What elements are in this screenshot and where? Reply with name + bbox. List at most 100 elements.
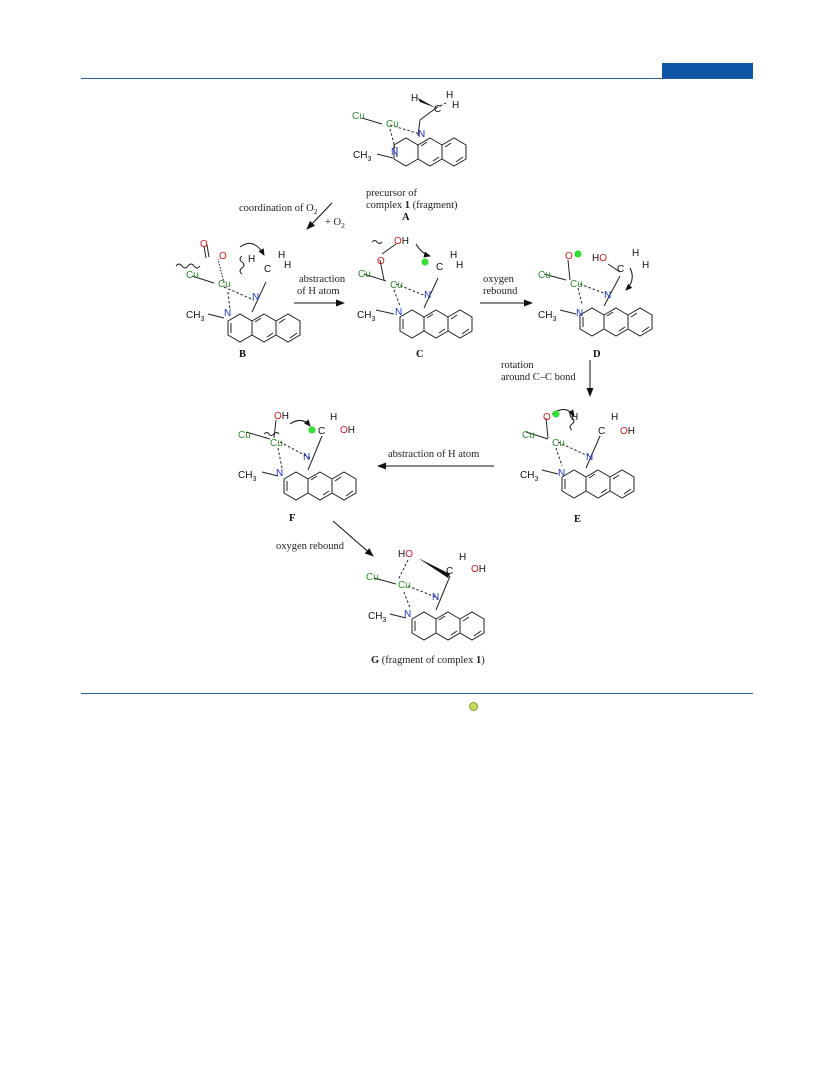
header-rule — [81, 78, 753, 79]
species-a — [361, 98, 467, 167]
c-cu2-atom: Cu — [390, 280, 403, 291]
c-c-atom: C — [436, 262, 443, 273]
b-n2-atom: N — [224, 308, 231, 319]
f-cu2-atom: Cu — [270, 438, 283, 449]
e-ch3-atom: CH3 — [520, 470, 538, 483]
e-h1-atom: H — [571, 412, 578, 423]
step-f-g-line1: oxygen rebound — [276, 541, 345, 552]
b-cu2-atom: Cu — [218, 279, 231, 290]
step-a-b-label: coordination of O2 — [239, 203, 318, 216]
e-n2-atom: N — [558, 468, 565, 479]
step-b-c-line1: abstraction — [299, 274, 346, 285]
b-ch3-atom: CH3 — [186, 310, 204, 323]
journal-tab — [662, 63, 753, 78]
d-c-atom: C — [617, 264, 624, 275]
step-c-d-line1: oxygen — [483, 274, 515, 285]
step-d-e-line1: rotation — [501, 360, 534, 371]
d-cu2-atom: Cu — [570, 279, 583, 290]
b-n1-atom: N — [252, 292, 259, 303]
step-b-c-line2: of H atom — [297, 286, 340, 297]
f-oh2-atom: OH — [340, 425, 355, 436]
e-h2-atom: H — [611, 412, 618, 423]
species-e — [525, 411, 635, 499]
c-n2-atom: N — [395, 307, 402, 318]
footer-rule — [81, 693, 753, 694]
species-g — [373, 558, 485, 641]
g-n1-atom: N — [432, 592, 439, 603]
f-n2-atom: N — [276, 468, 283, 479]
f-ch3-atom: CH3 — [238, 470, 256, 483]
g-cu1-atom: Cu — [366, 572, 379, 583]
c-cu1-atom: Cu — [358, 269, 371, 280]
c-h2-atom: H — [456, 260, 463, 271]
d-cu1-atom: Cu — [538, 270, 551, 281]
a-cu1-atom: Cu — [352, 111, 365, 122]
c-label: C — [416, 349, 424, 360]
c-h1-atom: H — [450, 250, 457, 261]
e-radical-dot — [552, 410, 560, 418]
g-ho-atom: HO — [398, 549, 413, 560]
a-n1-atom: N — [418, 129, 425, 140]
a-ch3-atom: CH3 — [353, 150, 371, 163]
step-d-e-line2: around C–C bond — [501, 372, 576, 383]
f-label: F — [289, 513, 295, 524]
f-n1-atom: N — [303, 452, 310, 463]
figure-marker-icon — [469, 702, 478, 711]
species-f — [245, 419, 357, 501]
species-b — [175, 244, 301, 343]
b-c-atom: C — [264, 264, 271, 275]
e-cu2-atom: Cu — [552, 438, 565, 449]
e-o-atom: O — [543, 412, 551, 423]
d-n1-atom: N — [604, 290, 611, 301]
a-c-atom: C — [434, 104, 441, 115]
a-caption-line1: precursor of — [366, 188, 418, 199]
a-n2-atom: N — [391, 147, 398, 158]
c-radical-dot — [421, 258, 429, 266]
d-label: D — [593, 349, 601, 360]
d-ch3-atom: CH3 — [538, 310, 556, 323]
g-h-atom: H — [459, 552, 466, 563]
d-o-atom: O — [565, 251, 573, 262]
g-cu2-atom: Cu — [398, 580, 411, 591]
species-d — [543, 259, 653, 337]
g-oh-atom: OH — [471, 564, 486, 575]
b-o2-atom: O — [219, 251, 227, 262]
e-cu1-atom: Cu — [522, 430, 535, 441]
e-label: E — [574, 514, 581, 525]
a-label: A — [402, 212, 410, 223]
f-c-atom: C — [318, 426, 325, 437]
f-cu1-atom: Cu — [238, 430, 251, 441]
a-h3-atom: H — [452, 100, 459, 111]
step-a-b-reagent: + O2 — [325, 217, 345, 230]
a-cu2-atom: Cu — [386, 119, 399, 130]
g-ch3-atom: CH3 — [368, 611, 386, 624]
d-h2-atom: H — [642, 260, 649, 271]
g-c-atom: C — [446, 566, 453, 577]
c-ch3-atom: CH3 — [357, 310, 375, 323]
b-cu1-atom: Cu — [186, 270, 199, 281]
b-h3-atom: H — [284, 260, 291, 271]
a-h1-atom: H — [411, 93, 418, 104]
b-label: B — [239, 349, 246, 360]
c-o-atom: O — [377, 256, 385, 267]
g-n2-atom: N — [404, 609, 411, 620]
a-h2-atom: H — [446, 90, 453, 101]
g-caption: G (fragment of complex 1) — [371, 655, 485, 666]
d-h1-atom: H — [632, 248, 639, 259]
step-e-f-line1: abstraction of H atom — [388, 449, 479, 460]
d-n2-atom: N — [576, 308, 583, 319]
f-oh-atom: OH — [274, 411, 289, 422]
d-ho-atom: HO — [592, 253, 607, 264]
species-c — [363, 240, 473, 339]
c-oh-atom: OH — [394, 236, 409, 247]
b-h1-atom: H — [248, 254, 255, 265]
arrow-a-to-b — [306, 202, 333, 230]
f-h-atom: H — [330, 412, 337, 423]
step-c-d-line2: rebound — [483, 286, 518, 297]
e-c-atom: C — [598, 426, 605, 437]
c-n1-atom: N — [424, 290, 431, 301]
d-radical-dot — [574, 250, 582, 258]
arrow-f-to-g — [332, 520, 374, 557]
b-o1-atom: O — [200, 239, 208, 250]
